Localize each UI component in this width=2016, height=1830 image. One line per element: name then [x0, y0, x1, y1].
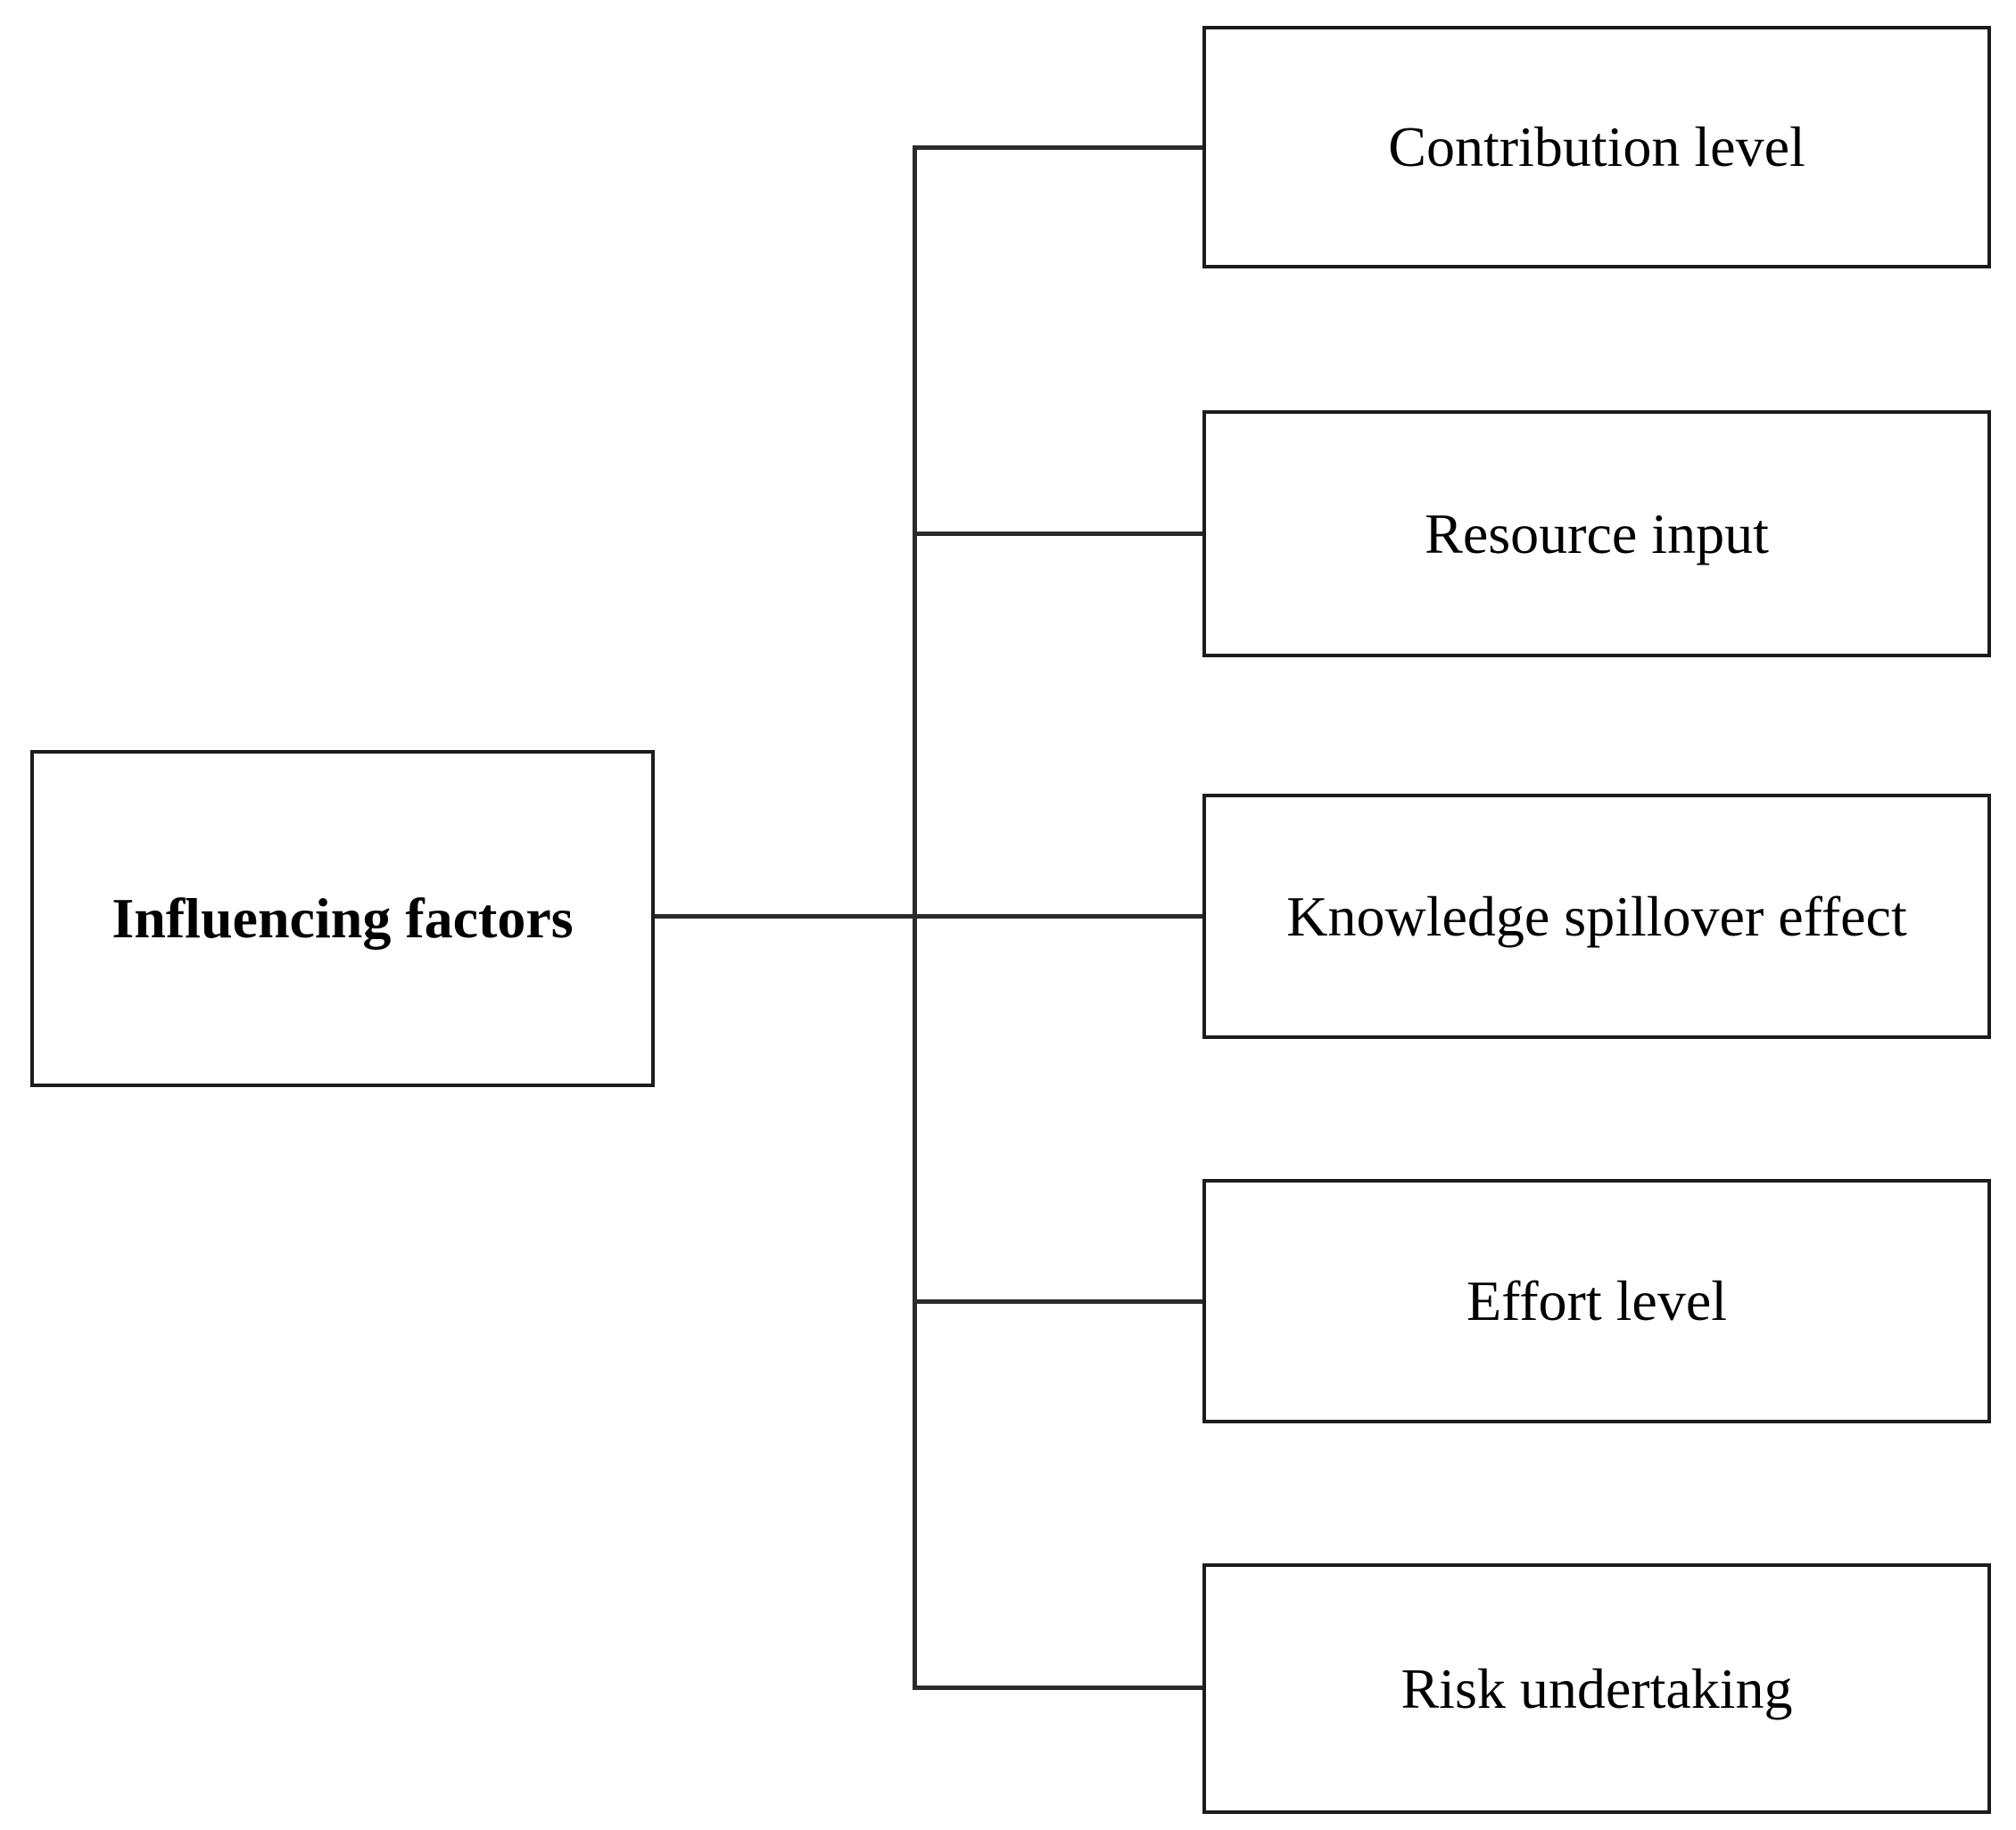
connector-root-stem — [655, 914, 1202, 919]
factor-node-effort-level: Effort level — [1202, 1179, 1991, 1423]
connector-branch-resource-input — [913, 532, 1202, 536]
root-node-label: Influencing factors — [112, 886, 574, 950]
connector-trunk — [913, 145, 917, 1689]
root-node-influencing-factors: Influencing factors — [30, 750, 655, 1087]
factor-node-knowledge-spillover-effect: Knowledge spillover effect — [1202, 794, 1991, 1039]
factor-node-risk-undertaking: Risk undertaking — [1202, 1563, 1991, 1814]
connector-branch-contribution-level — [913, 145, 1202, 150]
connector-branch-effort-level — [913, 1299, 1202, 1304]
factor-node-label: Knowledge spillover effect — [1286, 884, 1907, 948]
factor-node-resource-input: Resource input — [1202, 410, 1991, 657]
factor-node-contribution-level: Contribution level — [1202, 26, 1991, 268]
connector-branch-risk-undertaking — [913, 1686, 1202, 1690]
factor-node-label: Contribution level — [1388, 115, 1805, 178]
factor-node-label: Resource input — [1425, 501, 1769, 565]
factor-node-label: Risk undertaking — [1400, 1656, 1793, 1720]
factor-node-label: Effort level — [1466, 1269, 1728, 1332]
